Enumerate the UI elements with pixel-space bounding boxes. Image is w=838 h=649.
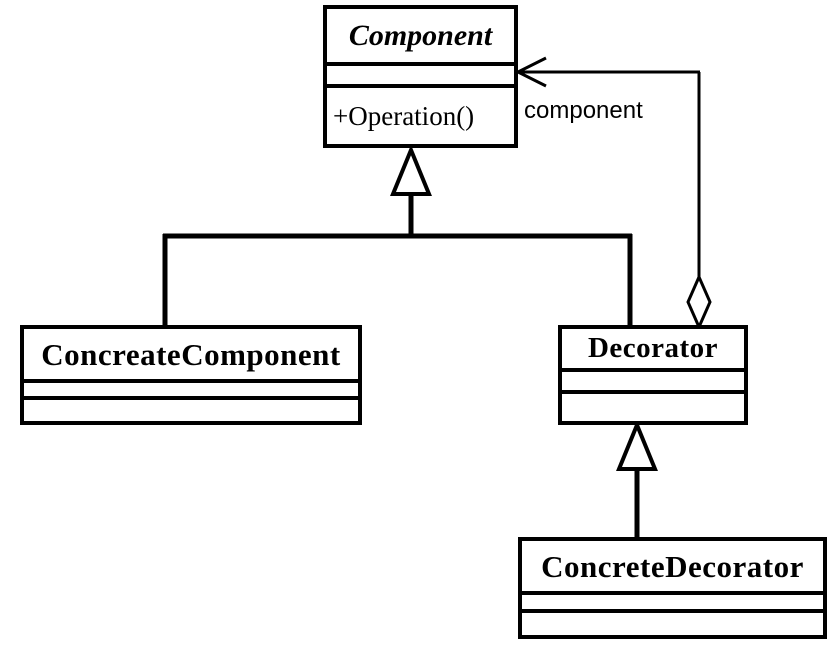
class-operations-compartment-concreate-component (24, 400, 358, 421)
association-open-arrowhead (514, 56, 547, 88)
generalization-decorator-concrete-decorator (616, 419, 658, 539)
class-name-compartment-concreate-component: ConcreateComponent (24, 329, 358, 383)
inheritance-triangle-decorator (616, 419, 658, 471)
class-name-concrete-decorator: ConcreteDecorator (541, 548, 804, 584)
class-attributes-compartment-concrete-decorator (522, 595, 823, 613)
class-name-compartment-decorator: Decorator (562, 329, 744, 372)
operation-item-operation: +Operation() (333, 100, 475, 131)
class-box-decorator[interactable]: Decorator (558, 325, 748, 425)
association-role-label-component: component (524, 97, 643, 124)
aggregation-diamond (686, 273, 712, 331)
class-box-component[interactable]: Component +Operation() (323, 5, 518, 148)
class-name-decorator: Decorator (587, 332, 719, 364)
class-name-component: Component (348, 18, 493, 52)
class-attributes-compartment-concreate-component (24, 383, 358, 400)
class-name-compartment-component: Component (327, 9, 514, 66)
generalization-component-subclasses (162, 144, 633, 327)
class-box-concrete-decorator[interactable]: ConcreteDecorator (518, 537, 827, 639)
class-attributes-compartment-component (327, 66, 514, 88)
class-name-compartment-concrete-decorator: ConcreteDecorator (522, 541, 823, 595)
class-operations-compartment-component: +Operation() (327, 88, 514, 144)
class-operations-compartment-decorator (562, 394, 744, 421)
inheritance-triangle-component (390, 144, 432, 196)
class-box-concreate-component[interactable]: ConcreateComponent (20, 325, 362, 425)
class-attributes-compartment-decorator (562, 372, 744, 394)
class-name-concreate-component: ConcreateComponent (41, 336, 341, 372)
class-operations-compartment-concrete-decorator (522, 613, 823, 635)
